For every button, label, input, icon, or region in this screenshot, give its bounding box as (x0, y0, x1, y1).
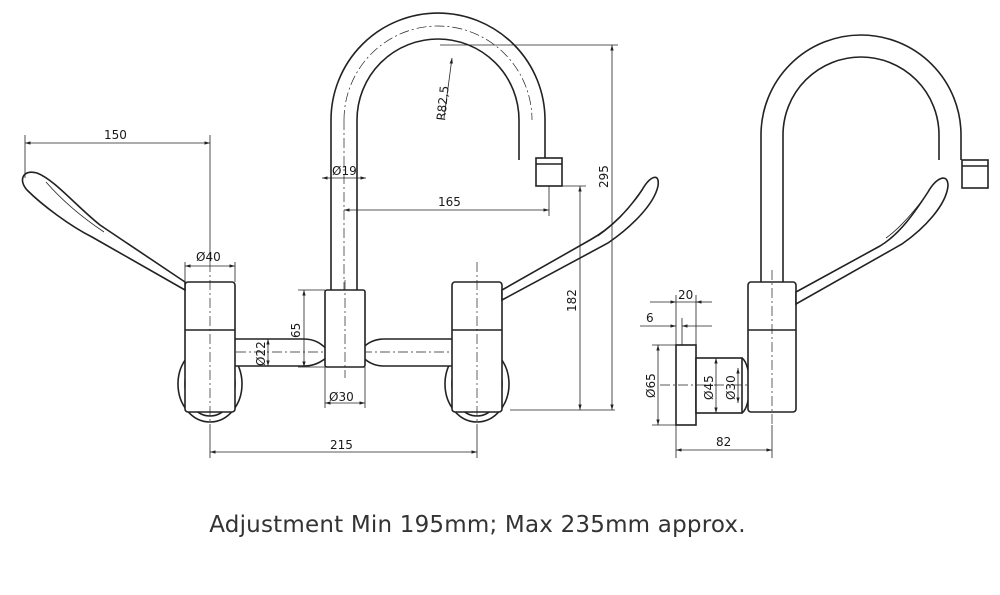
spout-tube (330, 12, 563, 290)
side-spout-tube (760, 34, 989, 282)
dim-inlet-diameter: Ø45 (702, 375, 716, 400)
side-lever-handle (795, 177, 949, 306)
dim-body-diameter: Ø40 (196, 250, 221, 264)
dim-flange-thickness: 20 (678, 288, 693, 302)
dim-flange-diameter: Ø65 (644, 373, 658, 398)
dim-bridge-diameter: Ø22 (254, 341, 268, 366)
dim-lever-reach: 150 (104, 128, 127, 142)
right-valve-body (451, 262, 503, 425)
side-valve-body (747, 270, 797, 425)
dim-spout-diameter: Ø19 (332, 164, 357, 178)
dim-spout-reach: 165 (438, 195, 461, 209)
dim-flange-gap: 6 (646, 311, 654, 325)
dim-centres: 215 (330, 438, 353, 452)
dim-spout-outlet-height: 182 (565, 289, 579, 312)
side-dimension-lines (640, 295, 773, 458)
left-valve-body (184, 262, 236, 425)
side-view: 20 6 Ø65 Ø45 Ø30 82 (640, 34, 989, 458)
inlet-connector (695, 357, 743, 414)
left-lever-handle (21, 171, 186, 292)
spout-base (324, 280, 366, 378)
dim-body-height: 65 (289, 323, 303, 338)
dim-spout-bend-radius: R82,5 (434, 85, 452, 121)
dim-inlet-pipe-diameter: Ø30 (724, 375, 738, 400)
dim-overall-height: 295 (597, 165, 611, 188)
adjustment-caption: Adjustment Min 195mm; Max 235mm approx. (209, 512, 746, 538)
dim-wall-to-body: 82 (716, 435, 731, 449)
dim-base-diameter: Ø30 (329, 390, 354, 404)
front-dimension-lines (24, 44, 618, 458)
front-view: 150 Ø40 Ø22 65 Ø30 215 R82,5 Ø19 165 182… (21, 12, 660, 458)
